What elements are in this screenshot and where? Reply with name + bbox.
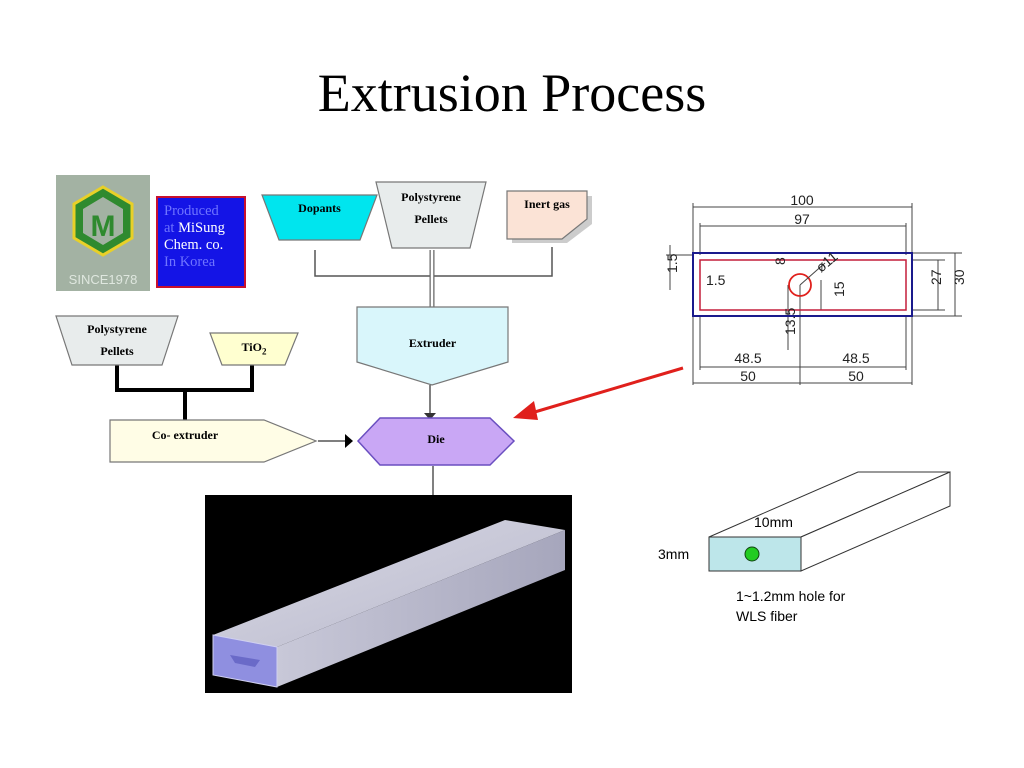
dim-48-5-left: 48.5 [734,350,761,366]
polystyrene-top-box [375,181,487,249]
dim-48-5-right: 48.5 [842,350,869,366]
extruder-label: Extruder [408,336,457,350]
extruder-box [356,306,509,386]
dim-8: 8 [772,257,788,265]
producer-line-1: Produced [164,203,219,219]
misung-logo: M SINCE1978 [56,175,150,291]
page-title: Extrusion Process [317,63,707,123]
polystyrene-top-label-2: Pellets [414,212,448,226]
dim-30: 30 [951,269,967,285]
bar-schematic [708,471,951,572]
die-box [356,417,516,466]
dim-13-5: 13.5 [782,308,798,335]
red-arrow [527,366,684,416]
tio2-label: TiO2 [241,340,267,357]
dopants-box [261,194,378,241]
dim-97: 97 [794,211,810,227]
left-merge-line [115,365,254,392]
bar-inner-outline [699,259,907,311]
bar-height-label: 3mm [658,546,690,562]
logo-since-text: SINCE1978 [68,272,138,287]
extruded-bar-render [205,495,572,693]
dim-1-5-left: 1.5 [664,253,680,273]
hole-note-line-1: 1~1.2mm hole for [736,588,846,604]
polystyrene-top-label-1: Polystyrene [401,190,461,204]
inert-gas-box [506,190,588,240]
red-arrowhead-icon [513,401,538,420]
dopants-label: Dopants [298,201,341,215]
producer-company: MiSung [178,220,225,236]
polystyrene-left-box [55,315,179,366]
producer-line-3: Chem. co. [164,237,224,253]
dim-50-right: 50 [848,368,864,384]
die-label: Die [427,432,445,446]
dim-100: 100 [790,192,814,208]
dim-1-5-inner: 1.5 [706,272,726,288]
dim-15: 15 [831,281,847,297]
bar-width-label: 10mm [754,514,793,530]
polystyrene-left-label-1: Polystyrene [87,322,147,336]
co-extruder-label: Co- extruder [151,428,219,442]
producer-line-4: In Korea [164,254,216,270]
producer-box: Produced at MiSung Chem. co. In Korea [156,196,246,288]
logo-letter: M [91,210,116,243]
fiber-hole-icon [744,546,760,562]
polystyrene-left-label-2: Pellets [100,344,134,358]
co-extruder-box [109,419,318,463]
dim-50-left: 50 [740,368,756,384]
bar-outline [692,252,913,317]
arrowhead-coextruder [345,434,353,448]
arrowhead-extruder [424,413,436,420]
hole-note-line-2: WLS fiber [736,608,798,624]
inert-gas-label: Inert gas [524,197,570,211]
dim-27: 27 [928,269,944,285]
bar-3d-image [212,520,565,688]
producer-line-2: at MiSung [164,220,225,236]
logo-emblem-icon: M [72,185,134,257]
hole-circle-icon [788,273,812,297]
tio2-box [209,332,299,366]
cross-section-drawing: 100 97 1.5 1.5 8 ø11 15 13.5 27 30 48.5 … [664,192,967,385]
